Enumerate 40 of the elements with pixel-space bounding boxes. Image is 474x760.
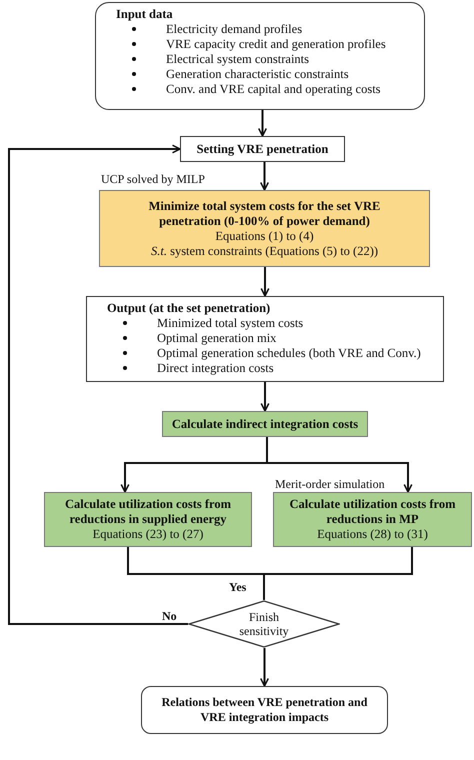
connector-arrow xyxy=(260,648,269,687)
bullet-item: Optimal generation schedules (both VRE and Conv.) xyxy=(157,346,421,361)
box-heading: Calculate utilization costs from reductions in MP xyxy=(288,497,457,527)
side-note: UCP solved by MILP xyxy=(101,172,205,187)
box-heading: Output (at the set penetration) xyxy=(107,301,270,316)
edge-label: No xyxy=(162,609,177,623)
edge-label: Yes xyxy=(229,580,246,594)
connector-arrow xyxy=(260,382,270,412)
terminal-box xyxy=(141,686,388,734)
node-text: Equations (23) to (27) xyxy=(92,527,204,542)
connector-arrow xyxy=(260,162,269,191)
box-heading: Setting VRE penetration xyxy=(196,142,328,156)
process-box xyxy=(162,411,368,437)
process-box xyxy=(44,492,252,547)
node-text: S.t. system constraints (Equations (5) to (22)) xyxy=(150,244,378,258)
decision-diamond xyxy=(188,600,340,648)
node-text: Equations (1) to (4) xyxy=(215,228,314,244)
bullet-item: Electrical system constraints xyxy=(166,52,310,67)
node-text: Finish sensitivity xyxy=(238,610,290,638)
process-box xyxy=(180,136,345,162)
output-box xyxy=(86,296,444,382)
box-heading: Input data xyxy=(116,7,173,22)
bullet-item: Optimal generation mix xyxy=(157,331,276,346)
connector-arrow xyxy=(260,267,270,297)
box-heading: Calculate indirect integration costs xyxy=(172,416,358,432)
bullet-item: Electricity demand profiles xyxy=(166,22,302,37)
connector-arrow xyxy=(258,110,267,137)
box-heading: Calculate utilization costs from reductions in supplied energy xyxy=(64,497,232,527)
edge-label: Merit-order simulation xyxy=(275,477,385,491)
input-box xyxy=(95,2,425,110)
connector-arrow xyxy=(8,144,188,625)
box-heading: Relations between VRE penetration and VRE integration impacts xyxy=(160,695,368,725)
process-box xyxy=(273,492,472,547)
bullet-item: VRE capacity credit and generation profiles xyxy=(166,37,386,52)
bullet-item: Minimized total system costs xyxy=(157,316,304,331)
bullet-item: Generation characteristic constraints xyxy=(166,67,349,82)
box-heading: Minimize total system costs for the set VRE penetration (0-100% of power demand) xyxy=(148,198,382,228)
node-text: Equations (28) to (31) xyxy=(317,527,428,542)
bullet-item: Direct integration costs xyxy=(157,361,274,376)
bullet-item: Conv. and VRE capital and operating costs xyxy=(166,82,381,97)
